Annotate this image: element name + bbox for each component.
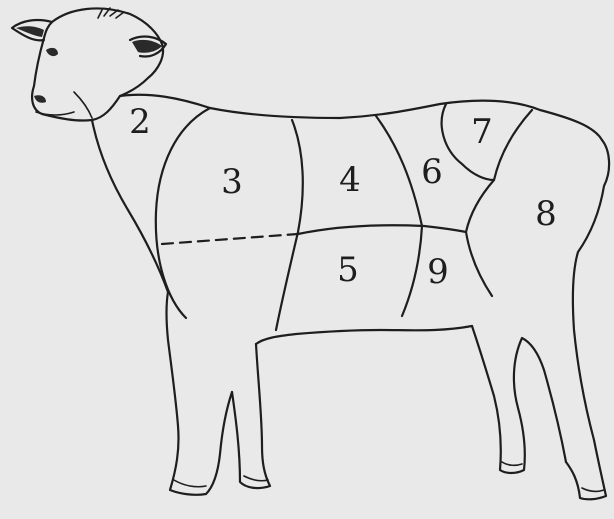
left-ear-shade: [16, 26, 44, 37]
cut-3-boundary: [156, 108, 210, 318]
shoulder-dashed-line: [162, 234, 298, 244]
middle-divider: [298, 225, 466, 234]
cut-label-2: 2: [129, 102, 151, 142]
nostril: [34, 95, 46, 103]
cut-label-8: 8: [535, 194, 557, 234]
cut-4-6-boundary: [376, 116, 422, 316]
cut-labels: 2 3 4 5 6 7 8 9: [129, 102, 557, 292]
back-line: [120, 95, 602, 140]
front-leg-rear: [232, 344, 270, 488]
jaw-line: [74, 92, 92, 118]
cut-label-5: 5: [337, 250, 359, 290]
hind-leg-front: [472, 326, 566, 473]
hoof-front: [174, 480, 206, 487]
right-ear-shade: [132, 40, 162, 53]
cut-label-9: 9: [427, 252, 449, 292]
cut-3-4-boundary: [276, 120, 303, 330]
eye: [46, 48, 58, 56]
rump: [566, 140, 609, 499]
cut-label-6: 6: [421, 152, 443, 192]
hoof-hind: [502, 462, 522, 465]
cut-label-4: 4: [339, 160, 361, 200]
lamb-outline: [12, 8, 609, 499]
cut-label-7: 7: [471, 112, 493, 152]
cut-label-3: 3: [221, 162, 243, 202]
hoof-rear: [244, 476, 268, 481]
belly-line: [256, 326, 472, 344]
hoof-hind-2: [582, 488, 604, 491]
front-leg-front: [167, 292, 233, 495]
